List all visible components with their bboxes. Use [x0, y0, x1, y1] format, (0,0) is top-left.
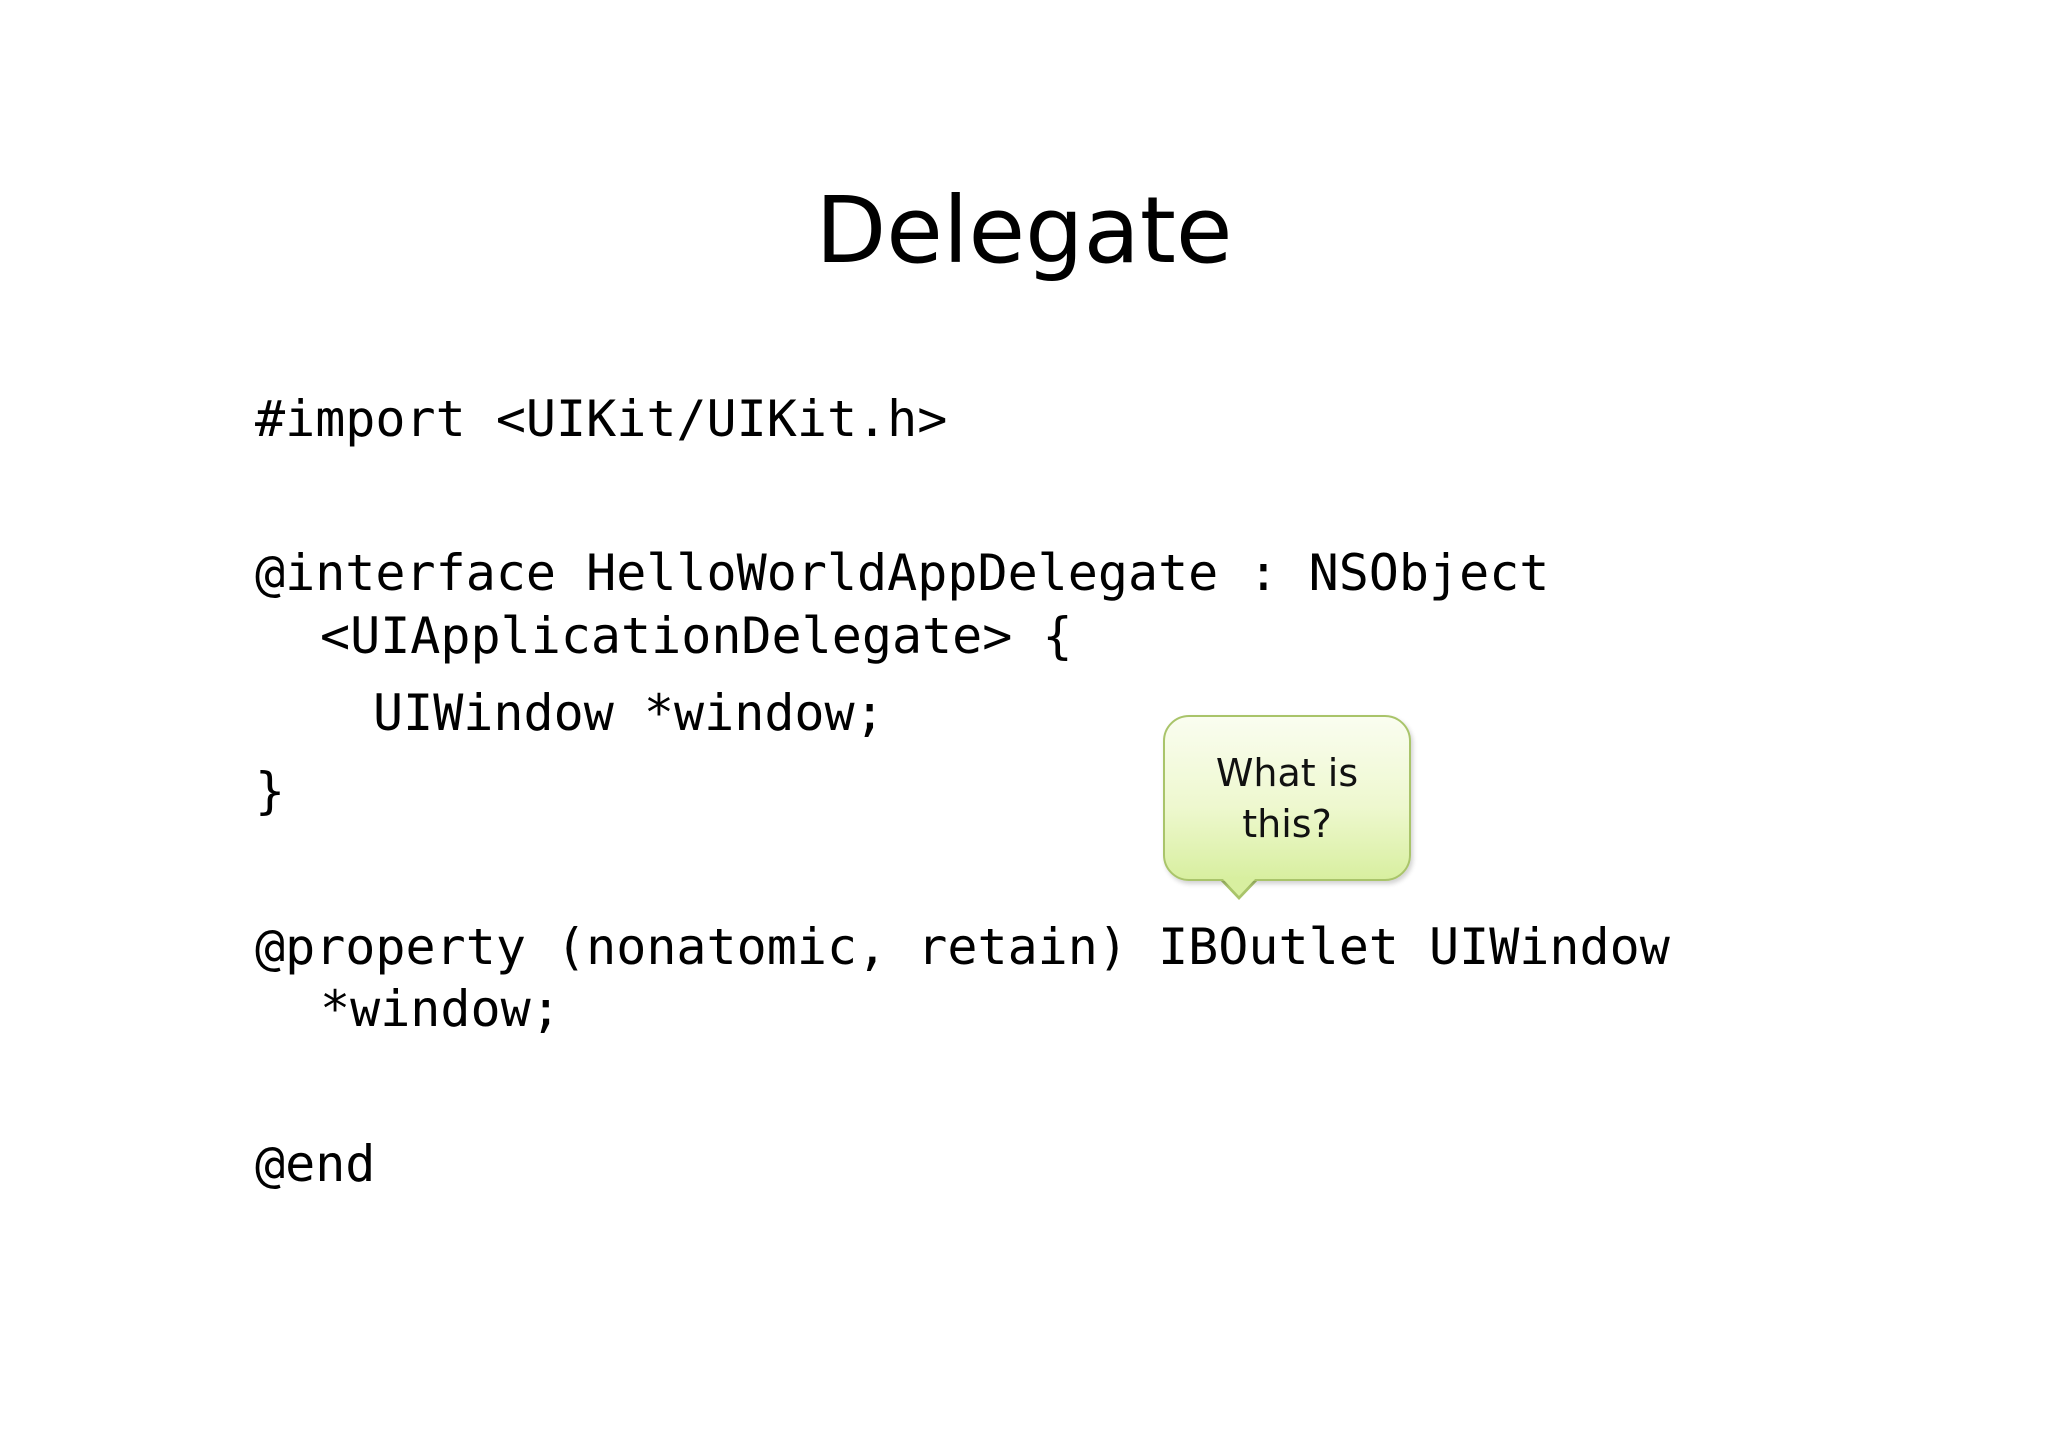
callout-line-2: this? — [1242, 802, 1332, 846]
code-line-import: #import <UIKit/UIKit.h> — [255, 390, 948, 448]
callout-line-1: What is — [1215, 751, 1359, 795]
code-line-close-brace: } — [255, 762, 286, 820]
code-line-ivar: UIWindow *window; — [373, 684, 885, 742]
code-line-protocol: <UIApplicationDelegate> { — [320, 607, 1073, 665]
callout-bubble — [1163, 715, 1411, 881]
code-line-interface: @interface HelloWorldAppDelegate : NSObj… — [255, 544, 1550, 602]
callout-text: What is this? — [1163, 748, 1411, 850]
code-line-property: @property (nonatomic, retain) IBOutlet U… — [255, 918, 1670, 976]
callout-tail-fill — [1221, 877, 1257, 896]
slide-title: Delegate — [815, 177, 1233, 284]
code-line-end: @end — [255, 1135, 376, 1193]
code-line-property-cont: *window; — [320, 980, 561, 1038]
